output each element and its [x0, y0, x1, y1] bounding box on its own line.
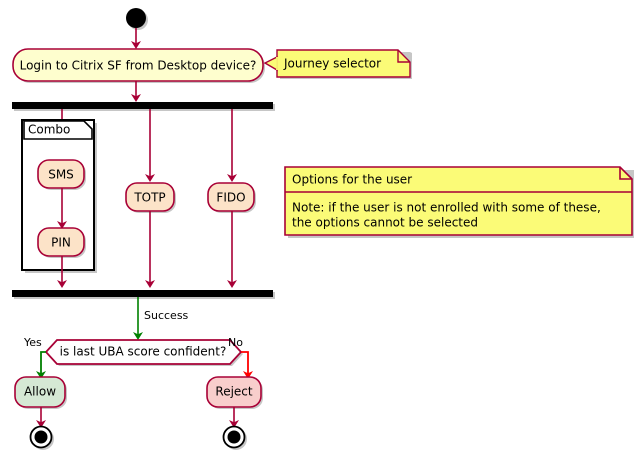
activity-login-label: Login to Citrix SF from Desktop device?: [20, 59, 257, 73]
legend-options-for-user: Options for the user Note: if the user i…: [284, 166, 634, 238]
decision-label: is last UBA score confident?: [60, 345, 227, 359]
end-node-reject: [222, 425, 247, 450]
decision-uba-score[interactable]: is last UBA score confident?: [44, 339, 243, 366]
outcome-allow[interactable]: Allow: [14, 376, 67, 409]
outcome-reject-label: Reject: [215, 385, 252, 399]
option-sms-label: SMS: [48, 168, 74, 182]
legend-body-line1: Note: if the user is not enrolled with s…: [292, 201, 601, 215]
outcome-allow-label: Allow: [24, 385, 56, 399]
partition-combo-label: Combo: [28, 123, 70, 137]
note-journey-selector-label: Journey selector: [283, 57, 381, 71]
edge-no-label: No: [228, 336, 243, 349]
end-node-allow: [29, 425, 54, 450]
edge-decision-no: No: [228, 336, 253, 379]
start-node: [126, 8, 148, 30]
option-pin[interactable]: PIN: [37, 227, 86, 258]
edge-yes-label: Yes: [23, 336, 42, 349]
legend-header-label: Options for the user: [292, 173, 412, 187]
option-fido-label: FIDO: [216, 191, 245, 205]
note-journey-selector: Journey selector: [263, 49, 412, 79]
option-totp[interactable]: TOTP: [125, 182, 176, 213]
option-sms[interactable]: SMS: [37, 159, 86, 190]
outcome-reject[interactable]: Reject: [206, 376, 263, 409]
option-fido[interactable]: FIDO: [207, 182, 256, 213]
option-totp-label: TOTP: [133, 191, 165, 205]
edge-decision-yes: Yes: [23, 336, 46, 379]
edge-join-to-decision: Success: [133, 297, 189, 340]
option-pin-label: PIN: [51, 236, 71, 250]
edge-success-label: Success: [144, 309, 189, 322]
fork-bar-top: [12, 102, 275, 111]
legend-body-line2: the options cannot be selected: [292, 216, 478, 230]
activity-login[interactable]: Login to Citrix SF from Desktop device?: [12, 48, 265, 83]
join-bar-bottom: [12, 290, 275, 299]
